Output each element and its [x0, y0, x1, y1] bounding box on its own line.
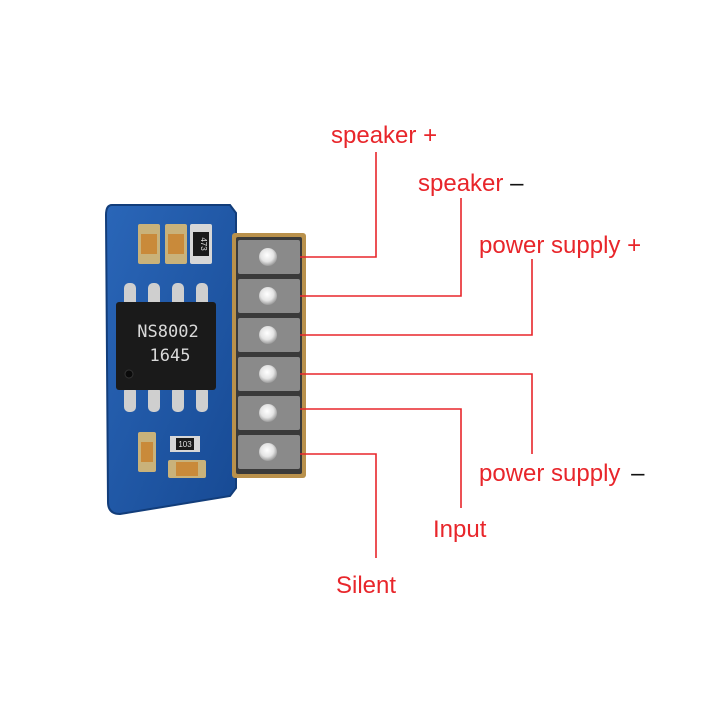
leader-speaker-plus [300, 152, 377, 258]
leader-input [300, 408, 462, 508]
bottom-resistor-code: 103 [178, 440, 192, 449]
label-power-minus-sign: – [631, 460, 645, 487]
chip-label-line2: 1645 [150, 346, 191, 366]
label-input: Input [433, 518, 486, 542]
label-power-plus-sign: + [627, 232, 642, 259]
label-input-text: Input [433, 516, 487, 543]
bottom-components [138, 432, 206, 478]
label-speaker-plus: speaker + [331, 124, 437, 148]
label-speaker-minus: speaker – [418, 172, 523, 196]
pin-4-pad [238, 357, 300, 391]
leader-power-minus [300, 373, 533, 454]
top-resistor: 473 [190, 224, 212, 264]
label-power-minus: power supply – [479, 462, 644, 486]
leader-speaker-minus [300, 198, 462, 297]
top-resistor-code: 473 [199, 237, 208, 251]
amplifier-chip [116, 302, 216, 390]
pin-5-pad [238, 396, 300, 430]
label-power-plus-text: power supply [479, 232, 621, 259]
leader-lines [300, 152, 533, 558]
label-speaker-minus-sign: – [510, 170, 524, 197]
label-silent: Silent [336, 574, 396, 598]
leader-power-plus [300, 259, 533, 336]
chip-label-line1: NS8002 [137, 322, 198, 342]
pin-1-pad [238, 240, 300, 274]
pin-pads [238, 240, 300, 469]
pin-3-pad [238, 318, 300, 352]
top-capacitors [138, 224, 187, 264]
pin-6-pad [238, 435, 300, 469]
pin-2-pad [238, 279, 300, 313]
label-power-minus-text: power supply [479, 460, 621, 487]
label-power-plus: power supply + [479, 234, 641, 258]
label-speaker-plus-text: speaker [331, 122, 417, 149]
label-speaker-minus-text: speaker [418, 170, 504, 197]
leader-silent [300, 453, 377, 558]
label-speaker-plus-sign: + [423, 122, 438, 149]
label-silent-text: Silent [336, 572, 397, 599]
